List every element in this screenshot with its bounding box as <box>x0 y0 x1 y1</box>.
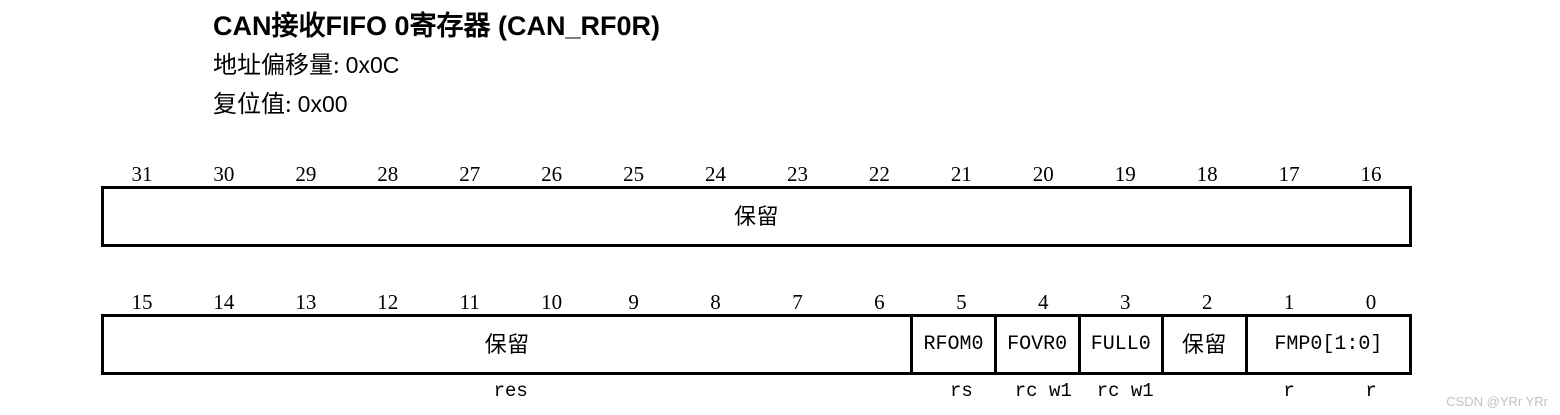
bit-number-10: 10 <box>541 290 563 314</box>
bit-number-18: 18 <box>1196 162 1218 186</box>
field-label: 保留 <box>1181 331 1227 357</box>
bit-number-31: 31 <box>131 162 153 186</box>
reset-value-line: 复位值: 0x00 <box>213 87 1313 122</box>
bit-number-0: 0 <box>1365 290 1377 314</box>
reset-value-label: 复位值: <box>213 92 292 118</box>
register-header: CAN接收FIFO 0寄存器 (CAN_RF0R) 地址偏移量: 0x0C 复位… <box>213 8 1313 122</box>
bit-number-22: 22 <box>868 162 890 186</box>
field-access-type: res <box>493 380 528 402</box>
reset-value-value: 0x00 <box>297 91 348 117</box>
bit-number-3: 3 <box>1119 290 1131 314</box>
bit-number-9: 9 <box>628 290 639 314</box>
field-row-high: 保留 <box>101 186 1412 247</box>
bit-number-30: 30 <box>213 162 235 186</box>
bit-number-15: 15 <box>131 290 153 314</box>
field-access-type: rc w1 <box>1096 380 1154 402</box>
bit-number-26: 26 <box>541 162 563 186</box>
field-label: FULL0 <box>1090 332 1151 356</box>
bit-number-5: 5 <box>956 290 967 314</box>
field-access-type: r <box>1365 380 1377 402</box>
bit-number-23: 23 <box>786 162 808 186</box>
register-field-cell: 保留 <box>1164 317 1248 372</box>
register-field-cell: FMP0[1:0] <box>1248 317 1409 372</box>
bit-number-28: 28 <box>377 162 399 186</box>
bit-number-21: 21 <box>950 162 972 186</box>
bit-number-29: 29 <box>295 162 317 186</box>
access-row-high <box>101 247 1412 279</box>
field-label: 保留 <box>733 203 779 229</box>
page-title: CAN接收FIFO 0寄存器 (CAN_RF0R) <box>213 11 661 41</box>
field-access-type: rc w1 <box>1014 380 1072 402</box>
address-offset-label: 地址偏移量: <box>213 53 340 79</box>
bit-number-row-high: 31 30 29 28 27 26 25 24 23 22 21 20 19 18 17 16 <box>101 155 1412 186</box>
address-offset-value: 0x0C <box>345 52 400 78</box>
field-label: 保留 <box>484 331 530 357</box>
register-field-cell: FOVR0 <box>997 317 1081 372</box>
bit-number-16: 16 <box>1360 162 1382 186</box>
field-label: FOVR0 <box>1007 332 1068 356</box>
field-label: RFOM0 <box>923 332 984 356</box>
address-offset-line: 地址偏移量: 0x0C <box>213 48 1313 83</box>
register-field-cell: FULL0 <box>1081 317 1165 372</box>
access-row-low: res rs rc w1 rc w1 r r <box>101 375 1412 407</box>
bit-number-7: 7 <box>792 290 803 314</box>
bit-number-24: 24 <box>705 162 727 186</box>
register-field-cell: 保留 <box>104 189 1409 244</box>
bit-number-20: 20 <box>1032 162 1054 186</box>
field-access-type: r <box>1283 380 1295 402</box>
field-label: FMP0[1:0] <box>1274 332 1383 356</box>
bit-number-25: 25 <box>623 162 645 186</box>
register-field-cell: RFOM0 <box>913 317 997 372</box>
field-row-low: 保留 RFOM0 FOVR0 FULL0 保留 FMP0[1:0] <box>101 314 1412 375</box>
bit-number-4: 4 <box>1038 290 1049 314</box>
bit-number-27: 27 <box>459 162 481 186</box>
watermark: CSDN @YRr YRr <box>1446 394 1548 409</box>
bit-number-2: 2 <box>1201 290 1213 314</box>
bit-number-12: 12 <box>377 290 399 314</box>
bit-number-6: 6 <box>874 290 885 314</box>
bit-number-1: 1 <box>1283 290 1295 314</box>
bit-number-11: 11 <box>459 290 480 314</box>
register-field-cell: 保留 <box>104 317 914 372</box>
bit-number-19: 19 <box>1114 162 1136 186</box>
bit-number-13: 13 <box>295 290 317 314</box>
field-access-type: rs <box>949 380 973 402</box>
register-table-high-half: 31 30 29 28 27 26 25 24 23 22 21 20 19 18 17 16 保留 <box>101 155 1412 279</box>
bit-number-8: 8 <box>710 290 721 314</box>
bit-number-14: 14 <box>213 290 235 314</box>
bit-number-17: 17 <box>1278 162 1300 186</box>
